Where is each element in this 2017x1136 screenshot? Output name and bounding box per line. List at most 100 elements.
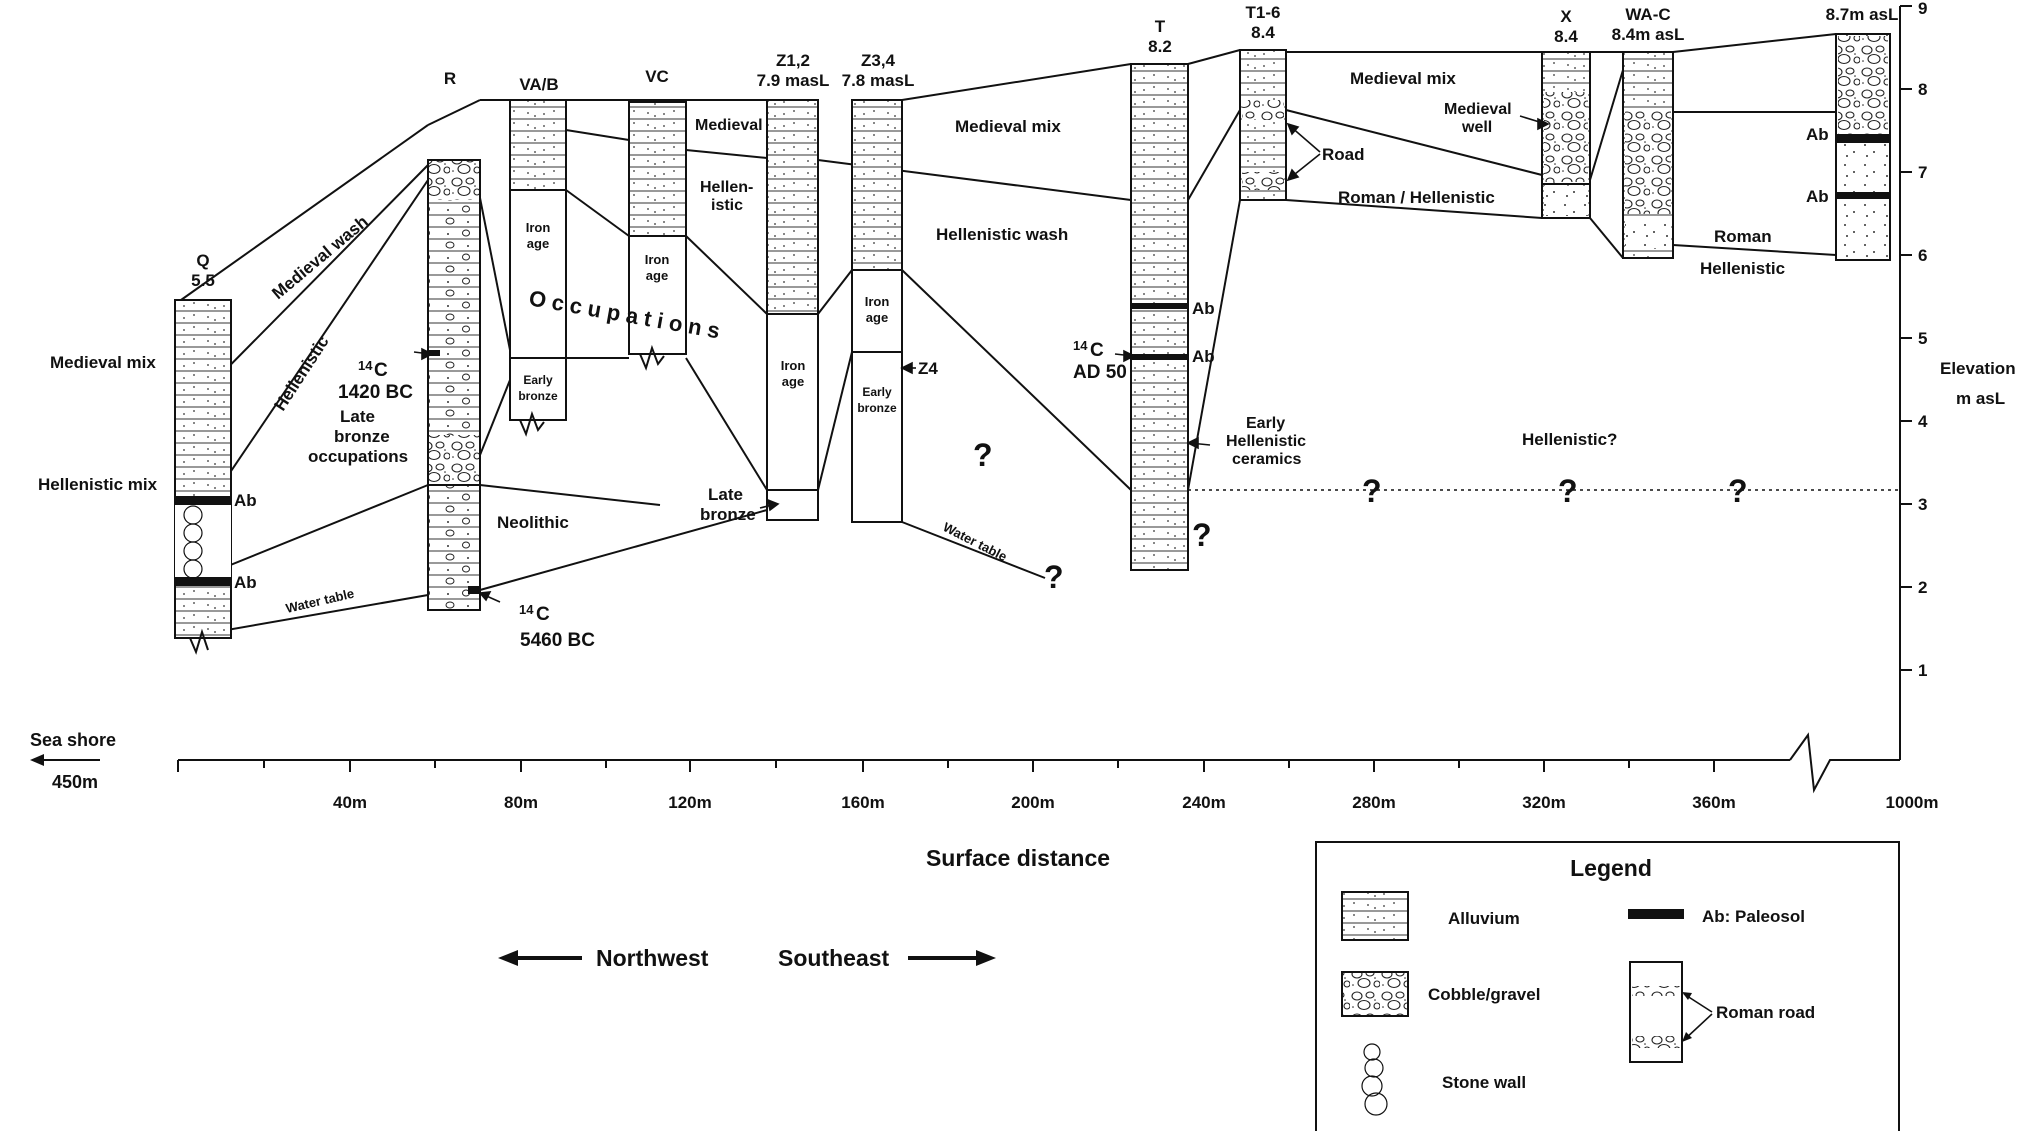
core-q-elev: 5.5 — [191, 271, 215, 290]
label-roman-hellenistic: Roman / Hellenistic — [1338, 188, 1495, 207]
column-va-b — [509, 99, 567, 421]
label-hellenistic-mix: Hellenistic mix — [38, 475, 158, 494]
core-wac-label: WA-C — [1625, 5, 1670, 24]
label-early-bronze-z34-2: bronze — [857, 401, 897, 415]
label-iron-age-vc-1: Iron — [645, 252, 670, 267]
label-early-bronze-z34-1: Early — [862, 385, 892, 399]
y-tick-8: 8 — [1918, 80, 1927, 99]
x-tick-200: 200m — [1011, 793, 1054, 812]
label-roman: Roman — [1714, 227, 1772, 246]
core-last-elev: 8.7m asL — [1826, 5, 1899, 24]
ab-q-upper: Ab — [234, 491, 257, 510]
label-medieval-well-1: Medieval — [1444, 101, 1512, 118]
direction-southeast: Southeast — [778, 945, 890, 971]
x-axis: 40m 80m 120m 160m 200m 240m 280m 320m 36… — [30, 730, 1938, 871]
label-early-bronze-vab-1: Early — [523, 373, 553, 387]
y-axis-title-2: m asL — [1956, 389, 2005, 408]
correlation-lines — [180, 33, 1900, 639]
break-symbols — [189, 344, 665, 655]
label-hellenistic-q: Hellenistic? — [1522, 430, 1617, 449]
column-t16 — [1239, 49, 1287, 201]
qmark-3: ? — [1192, 517, 1212, 553]
label-medieval: Medieval — [695, 117, 763, 134]
core-z12-elev: 7.9 masL — [757, 71, 830, 90]
core-z12-label: Z1,2 — [776, 51, 810, 70]
label-hellenistic-left: Hellenistic — [270, 333, 332, 415]
y-tick-3: 3 — [1918, 495, 1927, 514]
ab-t-lower: Ab — [1192, 347, 1215, 366]
c14-5460-value: 5460 BC — [520, 630, 595, 651]
core-z34-elev: 7.8 masL — [842, 71, 915, 90]
label-hellenistic-right: Hellenistic — [1700, 259, 1785, 278]
column-z34 — [851, 99, 903, 523]
qmark-5: ? — [1558, 473, 1578, 509]
ab-t-upper: Ab — [1192, 299, 1215, 318]
label-early-hell-1: Early — [1246, 415, 1285, 432]
core-x-elev: 8.4 — [1554, 27, 1578, 46]
direction-northwest: Northwest — [596, 945, 709, 971]
label-hellen-1: Hellen- — [700, 179, 753, 196]
y-tick-7: 7 — [1918, 163, 1927, 182]
column-q — [174, 299, 232, 639]
label-neolithic: Neolithic — [497, 513, 569, 532]
y-tick-9: 9 — [1918, 0, 1927, 18]
label-late-bronze-occ-3: occupations — [308, 447, 408, 466]
y-tick-5: 5 — [1918, 329, 1927, 348]
qmark-1: ? — [973, 437, 993, 473]
x-tick-240: 240m — [1182, 793, 1225, 812]
core-labels: Q 5.5 R VA/B VC Z1,2 7.9 masL Z3,4 7.8 m… — [191, 3, 1898, 290]
core-q-label: Q — [196, 251, 209, 270]
c14-ad50-sup: 14 — [1073, 338, 1088, 353]
column-wa-c — [1622, 51, 1674, 259]
column-vc — [628, 101, 687, 355]
legend: Legend Alluvium Cobble/gravel Stone wall… — [1315, 841, 1900, 1136]
label-late-bronze-2: bronze — [700, 505, 756, 524]
label-road: Road — [1322, 145, 1365, 164]
y-axis-title-1: Elevation — [1940, 359, 2016, 378]
c14-1420-value: 1420 BC — [338, 382, 413, 403]
northwest-arrow-icon — [498, 950, 518, 966]
c14-1420-sup: 14 — [358, 358, 373, 373]
x-tick-1000: 1000m — [1886, 793, 1939, 812]
core-t16-label: T1-6 — [1246, 3, 1281, 22]
y-tick-4: 4 — [1918, 412, 1928, 431]
qmark-2: ? — [1044, 559, 1064, 595]
legend-stone-wall-symbol — [1361, 1043, 1388, 1116]
x-tick-40: 40m — [333, 793, 367, 812]
sea-shore-distance: 450m — [52, 772, 98, 792]
c14-1420-c: C — [374, 360, 388, 381]
legend-alluvium: Alluvium — [1448, 909, 1520, 928]
x-tick-160: 160m — [841, 793, 884, 812]
legend-title: Legend — [1570, 855, 1652, 881]
y-tick-1: 1 — [1918, 661, 1927, 680]
legend-cobble: Cobble/gravel — [1428, 985, 1540, 1004]
label-iron-age-vc-2: age — [646, 268, 668, 283]
label-late-bronze-occ-2: bronze — [334, 427, 390, 446]
label-early-bronze-vab-2: bronze — [518, 389, 558, 403]
label-medieval-mix-q: Medieval mix — [50, 353, 156, 372]
column-x — [1541, 51, 1591, 219]
label-hellenistic-wash: Hellenistic wash — [936, 225, 1068, 244]
label-late-bronze-1: Late — [708, 485, 743, 504]
paleosol-labels: Ab Ab Ab Ab Ab Ab — [234, 125, 1829, 592]
label-iron-age-vab-2: age — [527, 236, 549, 251]
legend-cobble-swatch — [1341, 971, 1409, 1017]
legend-roman-road: Roman road — [1716, 1003, 1815, 1022]
label-medieval-well-2: well — [1461, 119, 1492, 136]
column-last — [1835, 33, 1891, 261]
core-vab-label: VA/B — [519, 75, 558, 94]
legend-box — [1315, 841, 1900, 1136]
label-medieval-wash: Medieval wash — [268, 212, 371, 303]
unit-labels: Medieval mix Hellenistic mix Medieval wa… — [38, 69, 1785, 616]
direction-indicator: Northwest Southeast — [498, 945, 996, 971]
x-axis-title: Surface distance — [926, 845, 1110, 871]
stratigraphic-columns — [174, 33, 1891, 639]
label-early-hell-2: Hellenistic — [1226, 433, 1306, 450]
x-tick-320: 320m — [1522, 793, 1565, 812]
x-tick-360: 360m — [1692, 793, 1735, 812]
column-r — [427, 159, 481, 611]
y-axis: 1 2 3 4 5 6 7 8 9 Elevation m asL — [1899, 0, 2016, 760]
sea-shore-label: Sea shore — [30, 730, 116, 750]
core-t-elev: 8.2 — [1148, 37, 1172, 56]
